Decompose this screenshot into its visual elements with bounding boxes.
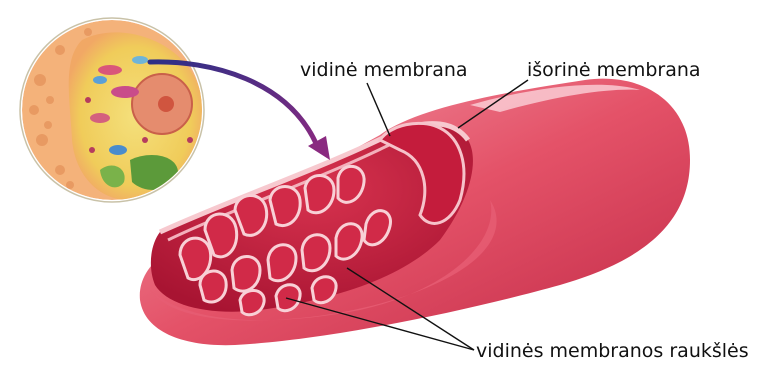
crista-15 [312,277,336,303]
crista-8 [232,257,260,292]
nucleolus [158,96,174,112]
crista-13 [240,290,264,314]
crista-5 [305,175,334,212]
label-cristae: vidinės membranos raukšlės [476,340,749,362]
cell-inset [20,18,204,202]
crista-7 [200,271,226,302]
label-outer-membrane: išorinė membrana [527,59,701,81]
leader-inner-membrane [367,83,390,136]
label-inner-membrane: vidinė membrana [300,59,468,81]
crista-14 [276,285,300,311]
mitochondrion [140,79,690,346]
crista-4 [270,187,300,226]
